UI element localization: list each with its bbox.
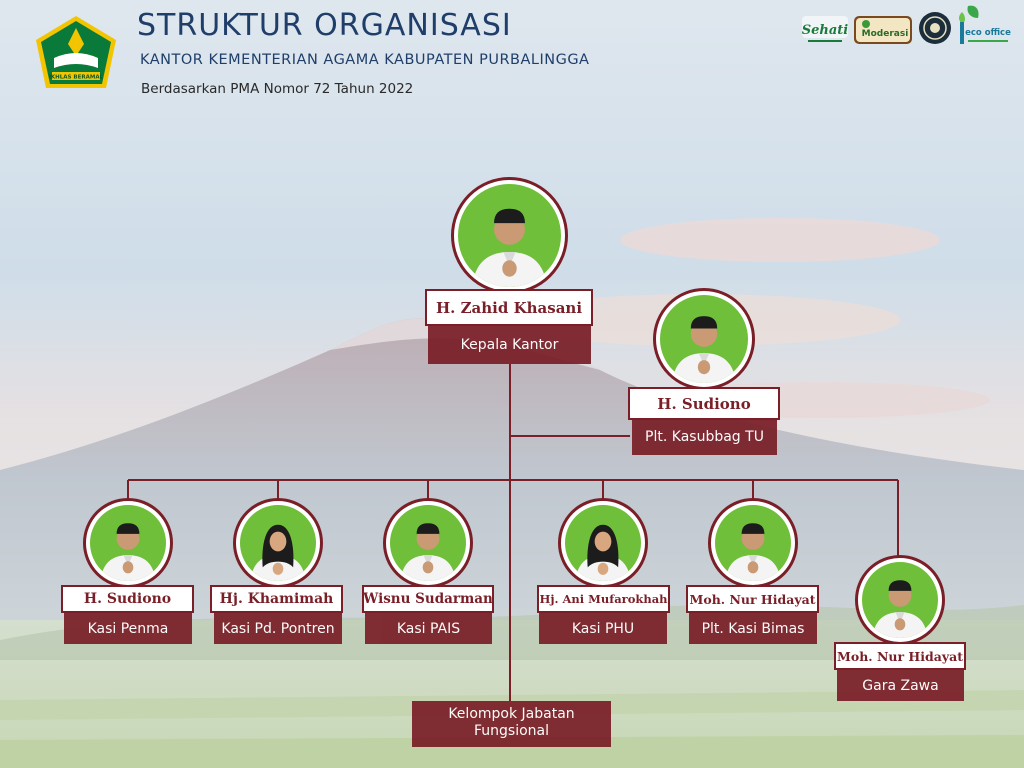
section-name: Hj. Khamimah bbox=[210, 585, 343, 613]
eco-office-logo-text: eco office bbox=[965, 28, 1011, 38]
functional-group-line1: Kelompok Jabatan bbox=[448, 706, 575, 722]
head-photo bbox=[451, 177, 568, 294]
section-photo bbox=[233, 498, 323, 588]
section-name: Moh. Nur Hidayat bbox=[686, 585, 819, 613]
section-photo bbox=[708, 498, 798, 588]
section-role: Kasi Penma bbox=[64, 613, 192, 644]
section-role: Kasi Pd. Pontren bbox=[214, 613, 342, 644]
eco-office-logo-icon: eco office bbox=[959, 5, 1011, 44]
person-portrait-icon bbox=[862, 562, 938, 638]
section-role: Gara Zawa bbox=[837, 670, 964, 701]
person-portrait-icon bbox=[458, 184, 561, 287]
functional-group-box: Kelompok Jabatan Fungsional bbox=[412, 701, 611, 747]
section-photo bbox=[855, 555, 945, 645]
emblem-motto: IKHLAS BERAMAL bbox=[49, 75, 104, 81]
section-role: Kasi PHU bbox=[539, 613, 667, 644]
person-portrait-icon bbox=[715, 505, 791, 581]
section-name: Wisnu Sudarman bbox=[362, 585, 494, 613]
section-role: Plt. Kasi Bimas bbox=[689, 613, 817, 644]
moderasi-logo-icon: Moderasi bbox=[854, 16, 912, 44]
tu-role: Plt. Kasubbag TU bbox=[632, 419, 777, 455]
head-name: H. Zahid Khasani bbox=[425, 289, 593, 326]
section-name: H. Sudiono bbox=[61, 585, 194, 613]
tu-name: H. Sudiono bbox=[628, 387, 780, 420]
office-subtitle: KANTOR KEMENTERIAN AGAMA KABUPATEN PURBA… bbox=[140, 52, 590, 68]
round-seal-logo-icon bbox=[919, 12, 951, 44]
section-name: Moh. Nur Hidayat bbox=[834, 642, 966, 670]
section-photo bbox=[83, 498, 173, 588]
section-photo bbox=[558, 498, 648, 588]
person-portrait-icon bbox=[660, 295, 748, 383]
section-name: Hj. Ani Mufarokhah bbox=[537, 585, 670, 613]
tu-photo bbox=[653, 288, 755, 390]
sehati-logo-icon: Sehati bbox=[802, 16, 849, 42]
page-title: STRUKTUR ORGANISASI bbox=[137, 8, 512, 43]
head-role: Kepala Kantor bbox=[428, 325, 591, 364]
person-portrait-icon bbox=[90, 505, 166, 581]
regulation-basis: Berdasarkan PMA Nomor 72 Tahun 2022 bbox=[141, 81, 414, 97]
sehati-logo-text: Sehati bbox=[802, 23, 849, 38]
person-hijab-portrait-icon bbox=[240, 505, 316, 581]
functional-group-line2: Fungsional bbox=[473, 723, 549, 739]
section-role: Kasi PAIS bbox=[365, 613, 492, 644]
section-photo bbox=[383, 498, 473, 588]
kemenag-emblem-icon: IKHLAS BERAMAL bbox=[36, 16, 116, 88]
moderasi-logo-text: Moderasi bbox=[862, 29, 909, 39]
person-portrait-icon bbox=[390, 505, 466, 581]
person-hijab-portrait-icon bbox=[565, 505, 641, 581]
